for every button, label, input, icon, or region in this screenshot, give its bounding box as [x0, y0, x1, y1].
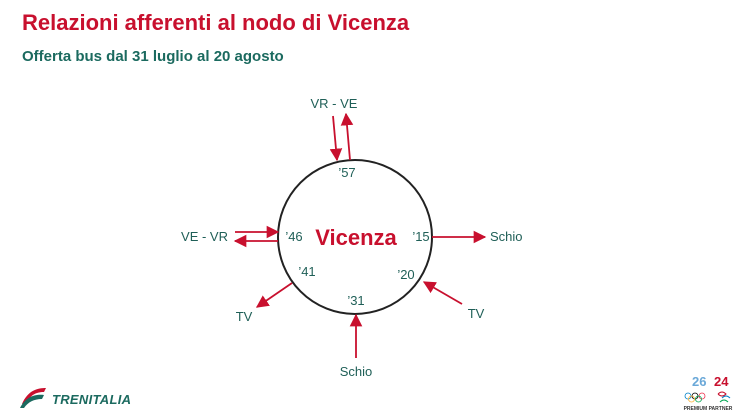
premium-partner-badge: 26 24 PREMIUM PARTNER [680, 372, 736, 416]
arrow-tv-se [422, 281, 463, 305]
minute-label-tv-se: ’20 [397, 267, 414, 282]
page-subtitle: Offerta bus dal 31 luglio al 20 agosto [22, 48, 284, 65]
minute-label-schio-south: ’31 [347, 293, 364, 308]
olympic-rings-icon: 26 24 [684, 374, 731, 403]
destination-label-tv-se: TV [468, 306, 485, 321]
arrow-tv-sw [255, 282, 293, 308]
trenitalia-logo-icon [20, 388, 46, 408]
svg-text:24: 24 [714, 374, 729, 389]
destination-label-schio-east: Schio [490, 229, 523, 244]
destination-label-schio-south: Schio [340, 364, 373, 379]
minute-label-schio-east: ’15 [412, 229, 429, 244]
minute-label-ve-vr: ’46 [285, 229, 302, 244]
svg-text:26: 26 [692, 374, 706, 389]
trenitalia-logo: TRENITALIA [18, 384, 178, 410]
partner-label: PREMIUM PARTNER [683, 406, 733, 412]
arrow-vr-ve-out [340, 112, 354, 161]
minute-label-tv-sw: ’41 [298, 264, 315, 279]
center-label: Vicenza [315, 225, 397, 250]
destination-label-ve-vr: VE - VR [181, 229, 228, 244]
page-title: Relazioni afferenti al nodo di Vicenza [22, 10, 410, 35]
minute-label-vr-ve: ’57 [338, 165, 355, 180]
destination-label-vr-ve: VR - VE [311, 96, 358, 111]
destination-label-tv-sw: TV [236, 309, 253, 324]
arrow-vr-ve-in [329, 115, 343, 162]
trenitalia-wordmark: TRENITALIA [52, 392, 132, 407]
